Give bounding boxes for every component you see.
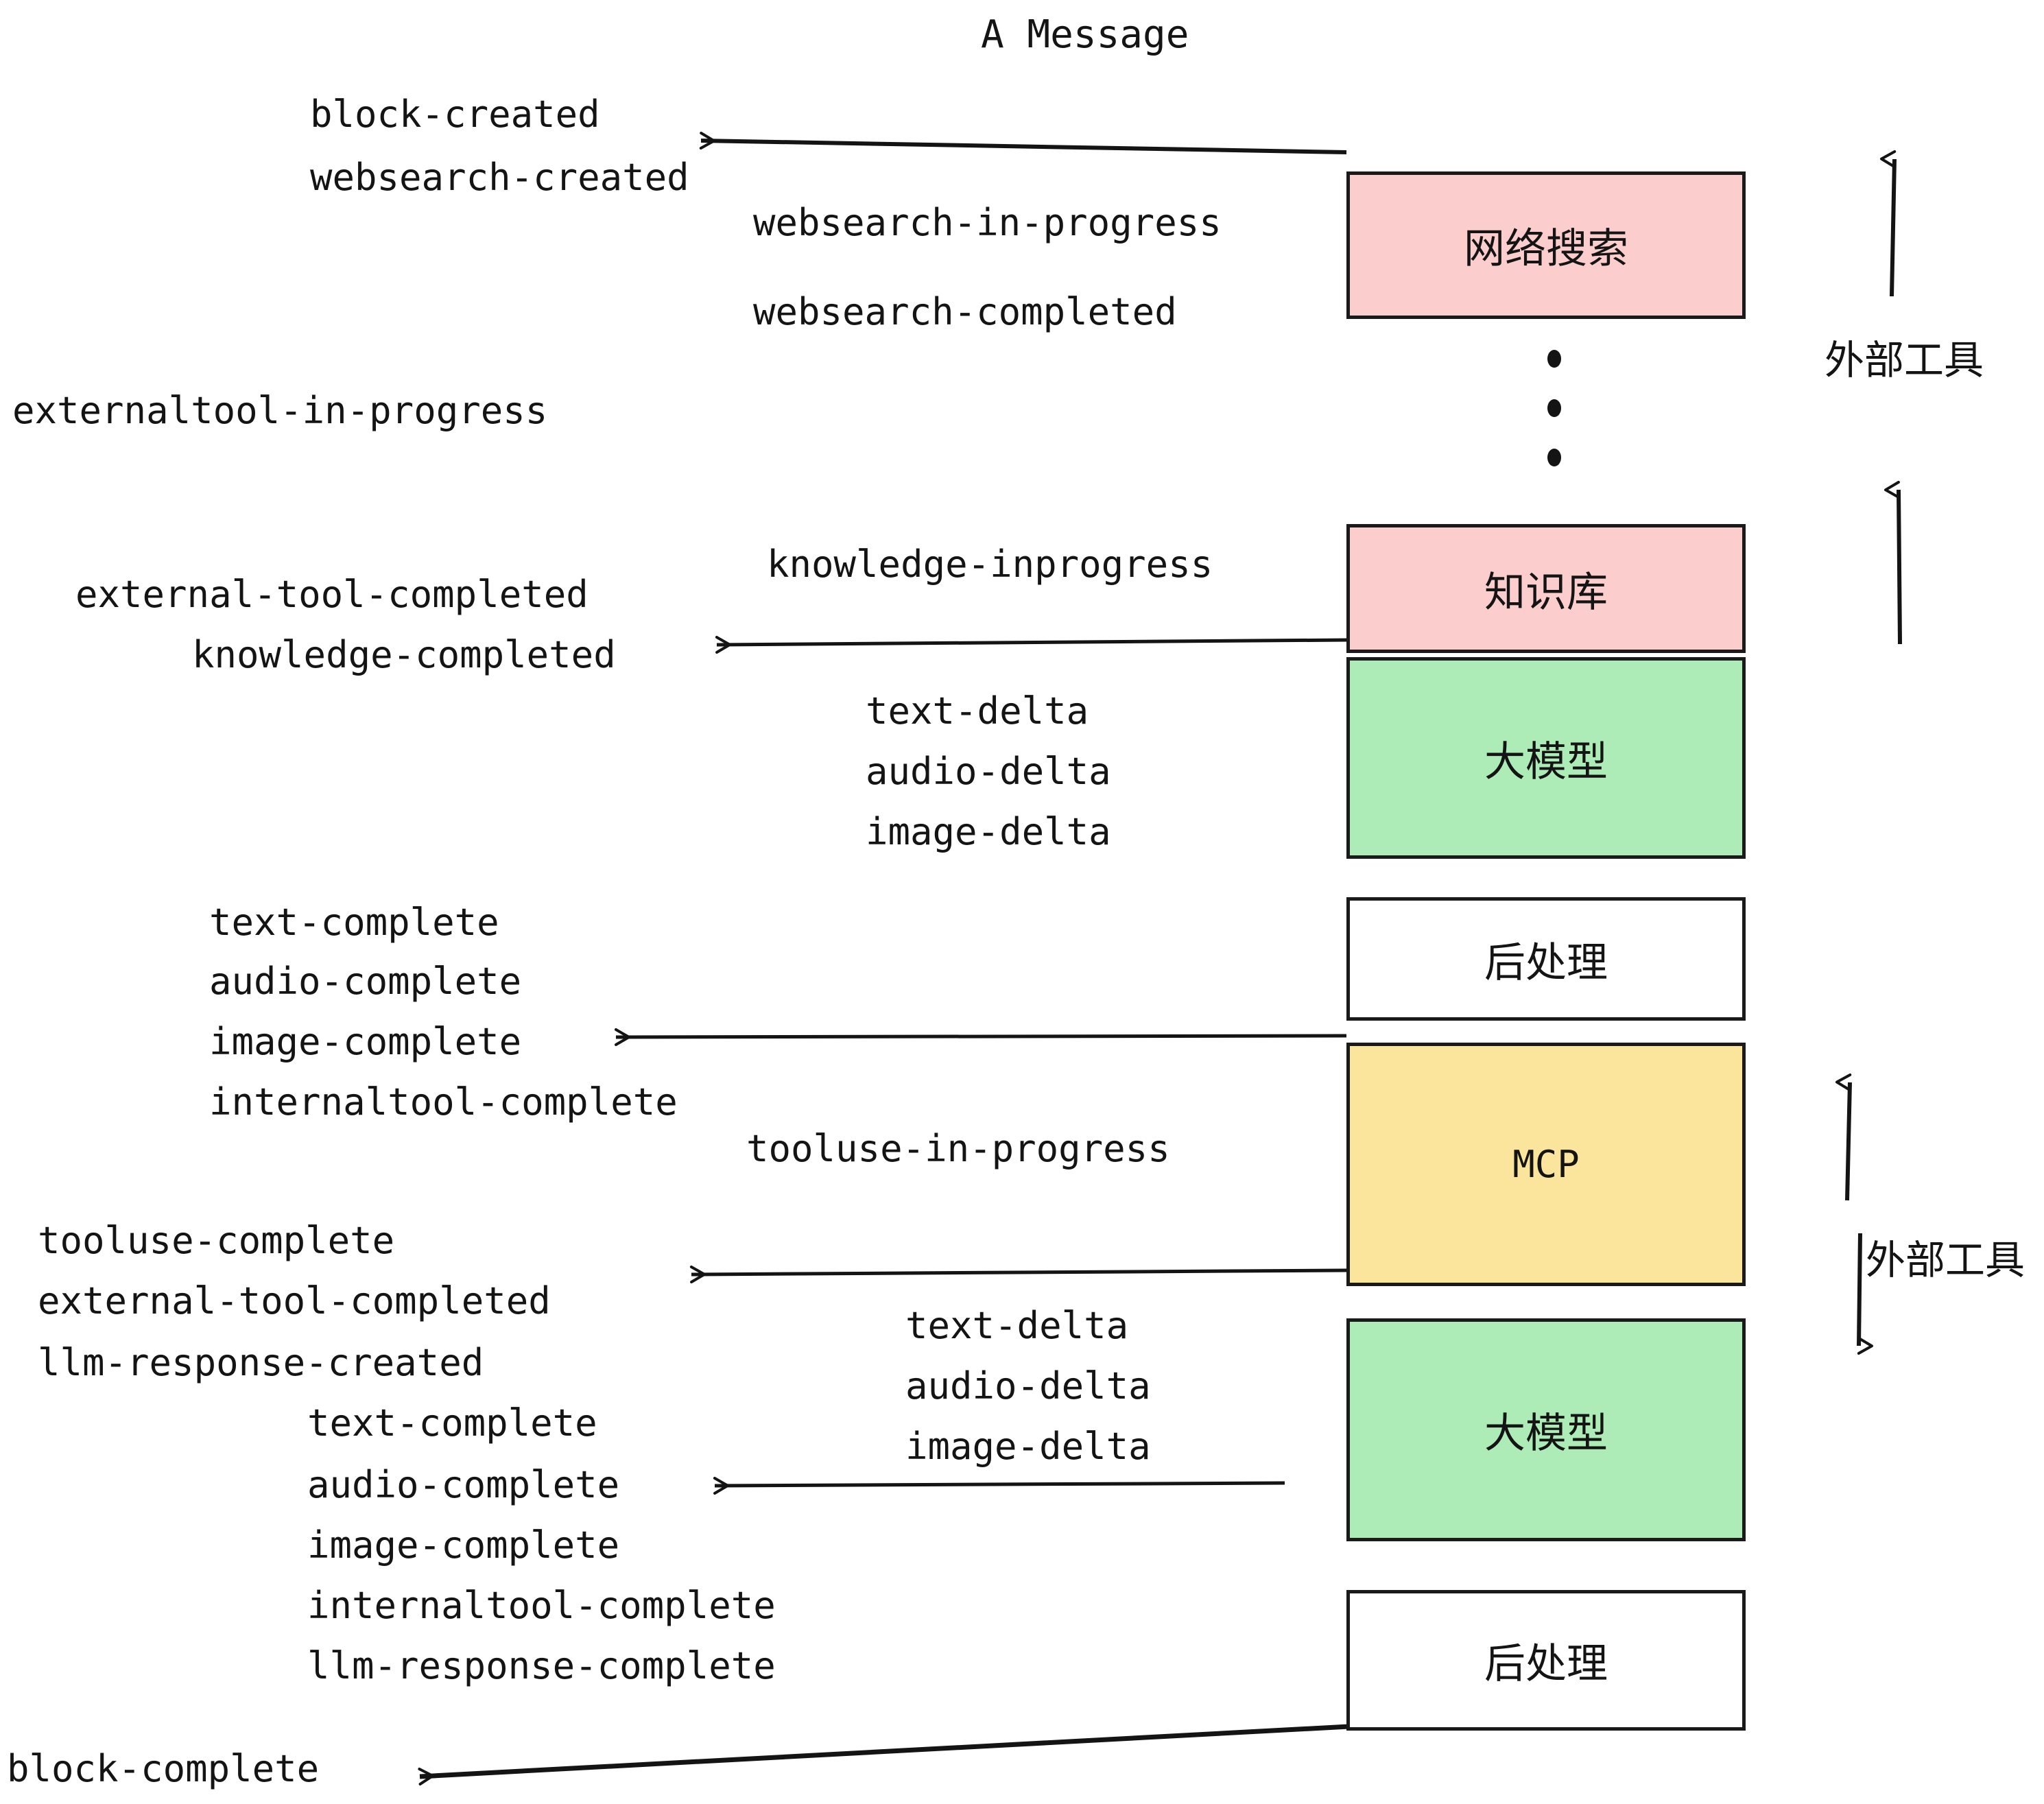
node-mcp: MCP	[1346, 1043, 1746, 1286]
node-llm-top-label: 大模型	[1484, 737, 1608, 786]
event-text-delta-2: text-delta	[905, 1304, 1129, 1347]
event-image-complete-1: image-complete	[209, 1020, 522, 1063]
node-knowledge-label: 知识库	[1484, 568, 1608, 617]
page-title: A Message	[981, 12, 1189, 57]
arrow-knowledge-to-completed	[715, 636, 1347, 654]
event-internaltool-complete-2: internaltool-complete	[307, 1584, 776, 1627]
node-llm-bottom: 大模型	[1346, 1318, 1746, 1541]
event-image-delta-2: image-delta	[905, 1425, 1151, 1468]
ellipsis-dot-3	[1547, 449, 1561, 466]
event-llm-response-complete: llm-response-complete	[307, 1644, 776, 1687]
arrow-websearch-to-block-created	[699, 132, 1347, 154]
event-websearch-completed: websearch-completed	[753, 290, 1177, 333]
node-websearch: 网络搜索	[1346, 171, 1746, 319]
ellipsis-dot-2	[1547, 399, 1561, 417]
event-audio-delta-1: audio-delta	[866, 750, 1111, 793]
event-websearch-in-progress: websearch-in-progress	[753, 201, 1222, 244]
node-post-bottom-label: 后处理	[1484, 1640, 1608, 1688]
arrow-mcp-to-tooluse-complete	[689, 1266, 1347, 1283]
event-text-delta-1: text-delta	[866, 689, 1089, 733]
event-image-delta-1: image-delta	[866, 810, 1111, 853]
external-tool-label-bottom: 外部工具	[1866, 1237, 2025, 1283]
external-tool-arrow-top-up	[1880, 150, 1897, 297]
arrow-llmtop-to-image-complete	[614, 1028, 1347, 1046]
external-tool-label-top: 外部工具	[1825, 337, 1984, 383]
event-block-created: block-created	[310, 93, 600, 136]
event-tooluse-in-progress: tooluse-in-progress	[746, 1127, 1170, 1170]
external-tool-arrow-top-down	[1884, 481, 1902, 645]
external-tool-arrow-bottom-down	[1857, 1233, 1873, 1355]
event-block-complete: block-complete	[7, 1747, 320, 1790]
event-llm-response-created: llm-response-created	[38, 1341, 484, 1384]
event-audio-complete-1: audio-complete	[209, 960, 522, 1003]
event-external-tool-completed-2: external-tool-completed	[38, 1279, 551, 1322]
node-llm-top: 大模型	[1346, 657, 1746, 859]
event-knowledge-completed: knowledge-completed	[192, 633, 616, 676]
ellipsis-dot-1	[1547, 350, 1561, 368]
event-externaltool-in-progress: externaltool-in-progress	[12, 389, 548, 432]
node-knowledge: 知识库	[1346, 524, 1746, 653]
event-audio-complete-2: audio-complete	[307, 1463, 620, 1506]
arrow-postbottom-to-block-complete	[418, 1724, 1350, 1785]
event-external-tool-completed-1: external-tool-completed	[75, 573, 589, 616]
event-internaltool-complete-1: internaltool-complete	[209, 1080, 678, 1124]
event-tooluse-complete: tooluse-complete	[38, 1219, 395, 1262]
node-websearch-label: 网络搜索	[1464, 225, 1628, 273]
node-post-top: 后处理	[1346, 897, 1746, 1021]
arrow-llmbottom-to-audio-complete	[713, 1477, 1285, 1495]
node-post-bottom: 后处理	[1346, 1590, 1746, 1731]
external-tool-arrow-bottom-up	[1835, 1073, 1852, 1201]
node-post-top-label: 后处理	[1484, 938, 1608, 987]
node-llm-bottom-label: 大模型	[1484, 1410, 1608, 1458]
event-image-complete-2: image-complete	[307, 1523, 620, 1567]
node-mcp-label: MCP	[1512, 1143, 1580, 1186]
event-knowledge-inprogress: knowledge-inprogress	[767, 543, 1213, 586]
event-audio-delta-2: audio-delta	[905, 1364, 1151, 1408]
event-websearch-created: websearch-created	[310, 156, 689, 199]
event-text-complete-1: text-complete	[209, 901, 499, 944]
event-text-complete-2: text-complete	[307, 1401, 597, 1445]
